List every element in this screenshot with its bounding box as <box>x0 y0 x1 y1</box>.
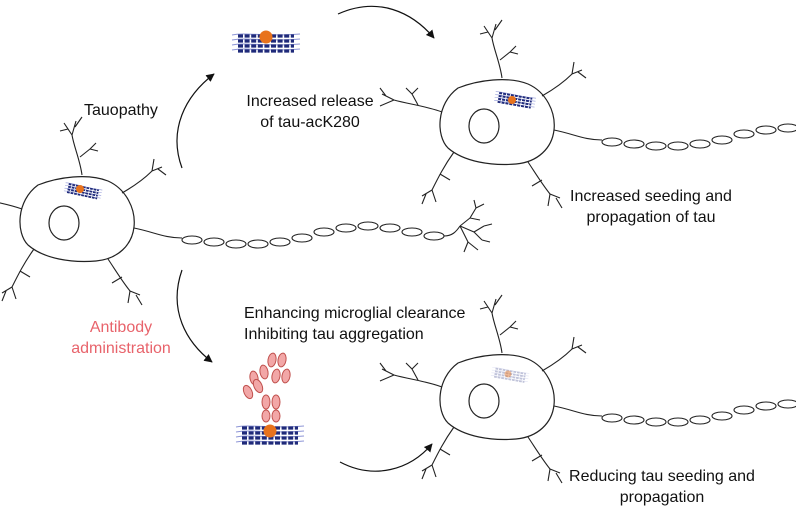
arrow-to-seeding-neuron <box>337 5 435 39</box>
label-antibody-line2: administration <box>71 340 171 357</box>
label-tauopathy: Tauopathy <box>84 102 158 119</box>
tau-fibril-antibody-bound <box>234 424 306 445</box>
label-antibody-administration: Antibody administration <box>56 317 186 359</box>
neuron-source <box>0 116 493 306</box>
label-increased-release: Increased release of tau-acK280 <box>240 91 380 133</box>
label-reduced-seeding-line1: Reducing tau seeding and <box>569 468 755 485</box>
arrow-to-reduced-neuron <box>339 443 433 472</box>
label-increased-seeding: Increased seeding and propagation of tau <box>556 186 746 228</box>
label-increased-release-line2: of tau-acK280 <box>260 114 360 131</box>
label-reduced-seeding: Reducing tau seeding and propagation <box>562 466 762 508</box>
label-mechanism-line1: Enhancing microglial clearance <box>244 305 466 322</box>
neuron-reduced-seeding <box>379 294 796 484</box>
label-increased-seeding-line1: Increased seeding and <box>570 188 732 205</box>
antibody-complex <box>234 352 306 445</box>
arrows <box>176 5 435 472</box>
neuron-increased-seeding <box>379 19 796 209</box>
label-mechanism-line2: Inhibiting tau aggregation <box>244 326 424 343</box>
antibody-icon <box>242 352 291 423</box>
label-antibody-line1: Antibody <box>89 319 153 336</box>
acetylation-mark <box>76 185 84 193</box>
label-increased-release-line1: Increased release <box>246 93 374 110</box>
tau-fibril-released <box>230 30 302 53</box>
label-increased-seeding-line2: propagation of tau <box>586 209 716 226</box>
arrow-to-release <box>176 73 215 169</box>
label-reduced-seeding-line2: propagation <box>619 489 705 506</box>
arrow-to-antibody <box>176 269 213 363</box>
label-mechanisms: Enhancing microglial clearance Inhibitin… <box>244 303 465 345</box>
